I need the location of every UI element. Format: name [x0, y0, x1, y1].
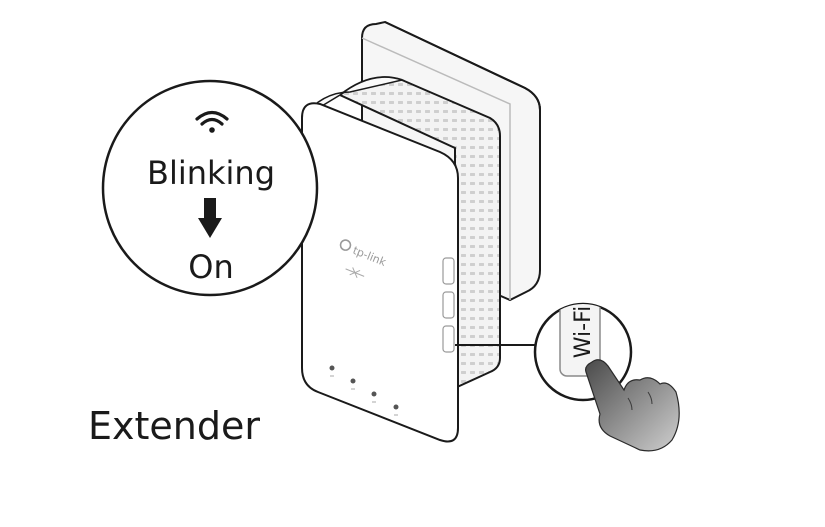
arrow-down-icon: [198, 198, 222, 238]
led-status-callout: Blinking On: [101, 79, 319, 297]
led-plc-icon: [350, 378, 356, 384]
wifi-button[interactable]: [559, 290, 601, 377]
brand-logo-icon: [339, 239, 352, 251]
device-caption: Extender: [88, 404, 260, 448]
side-button-top[interactable]: [442, 257, 455, 285]
state-blinking: Blinking: [147, 154, 275, 192]
side-button-middle[interactable]: [442, 291, 455, 319]
side-button-wifi[interactable]: [442, 325, 455, 353]
led-power-icon: [329, 365, 335, 371]
led-ethernet-icon: [371, 391, 377, 397]
extender-device: tp-link: [301, 76, 501, 443]
state-on: On: [188, 248, 233, 286]
led-wifi-icon: [393, 404, 399, 410]
led-indicators: [329, 365, 399, 416]
wifi-icon: [195, 110, 229, 133]
pointing-hand-icon: [585, 359, 680, 452]
wifi-button-label: Wi-Fi: [571, 306, 596, 359]
